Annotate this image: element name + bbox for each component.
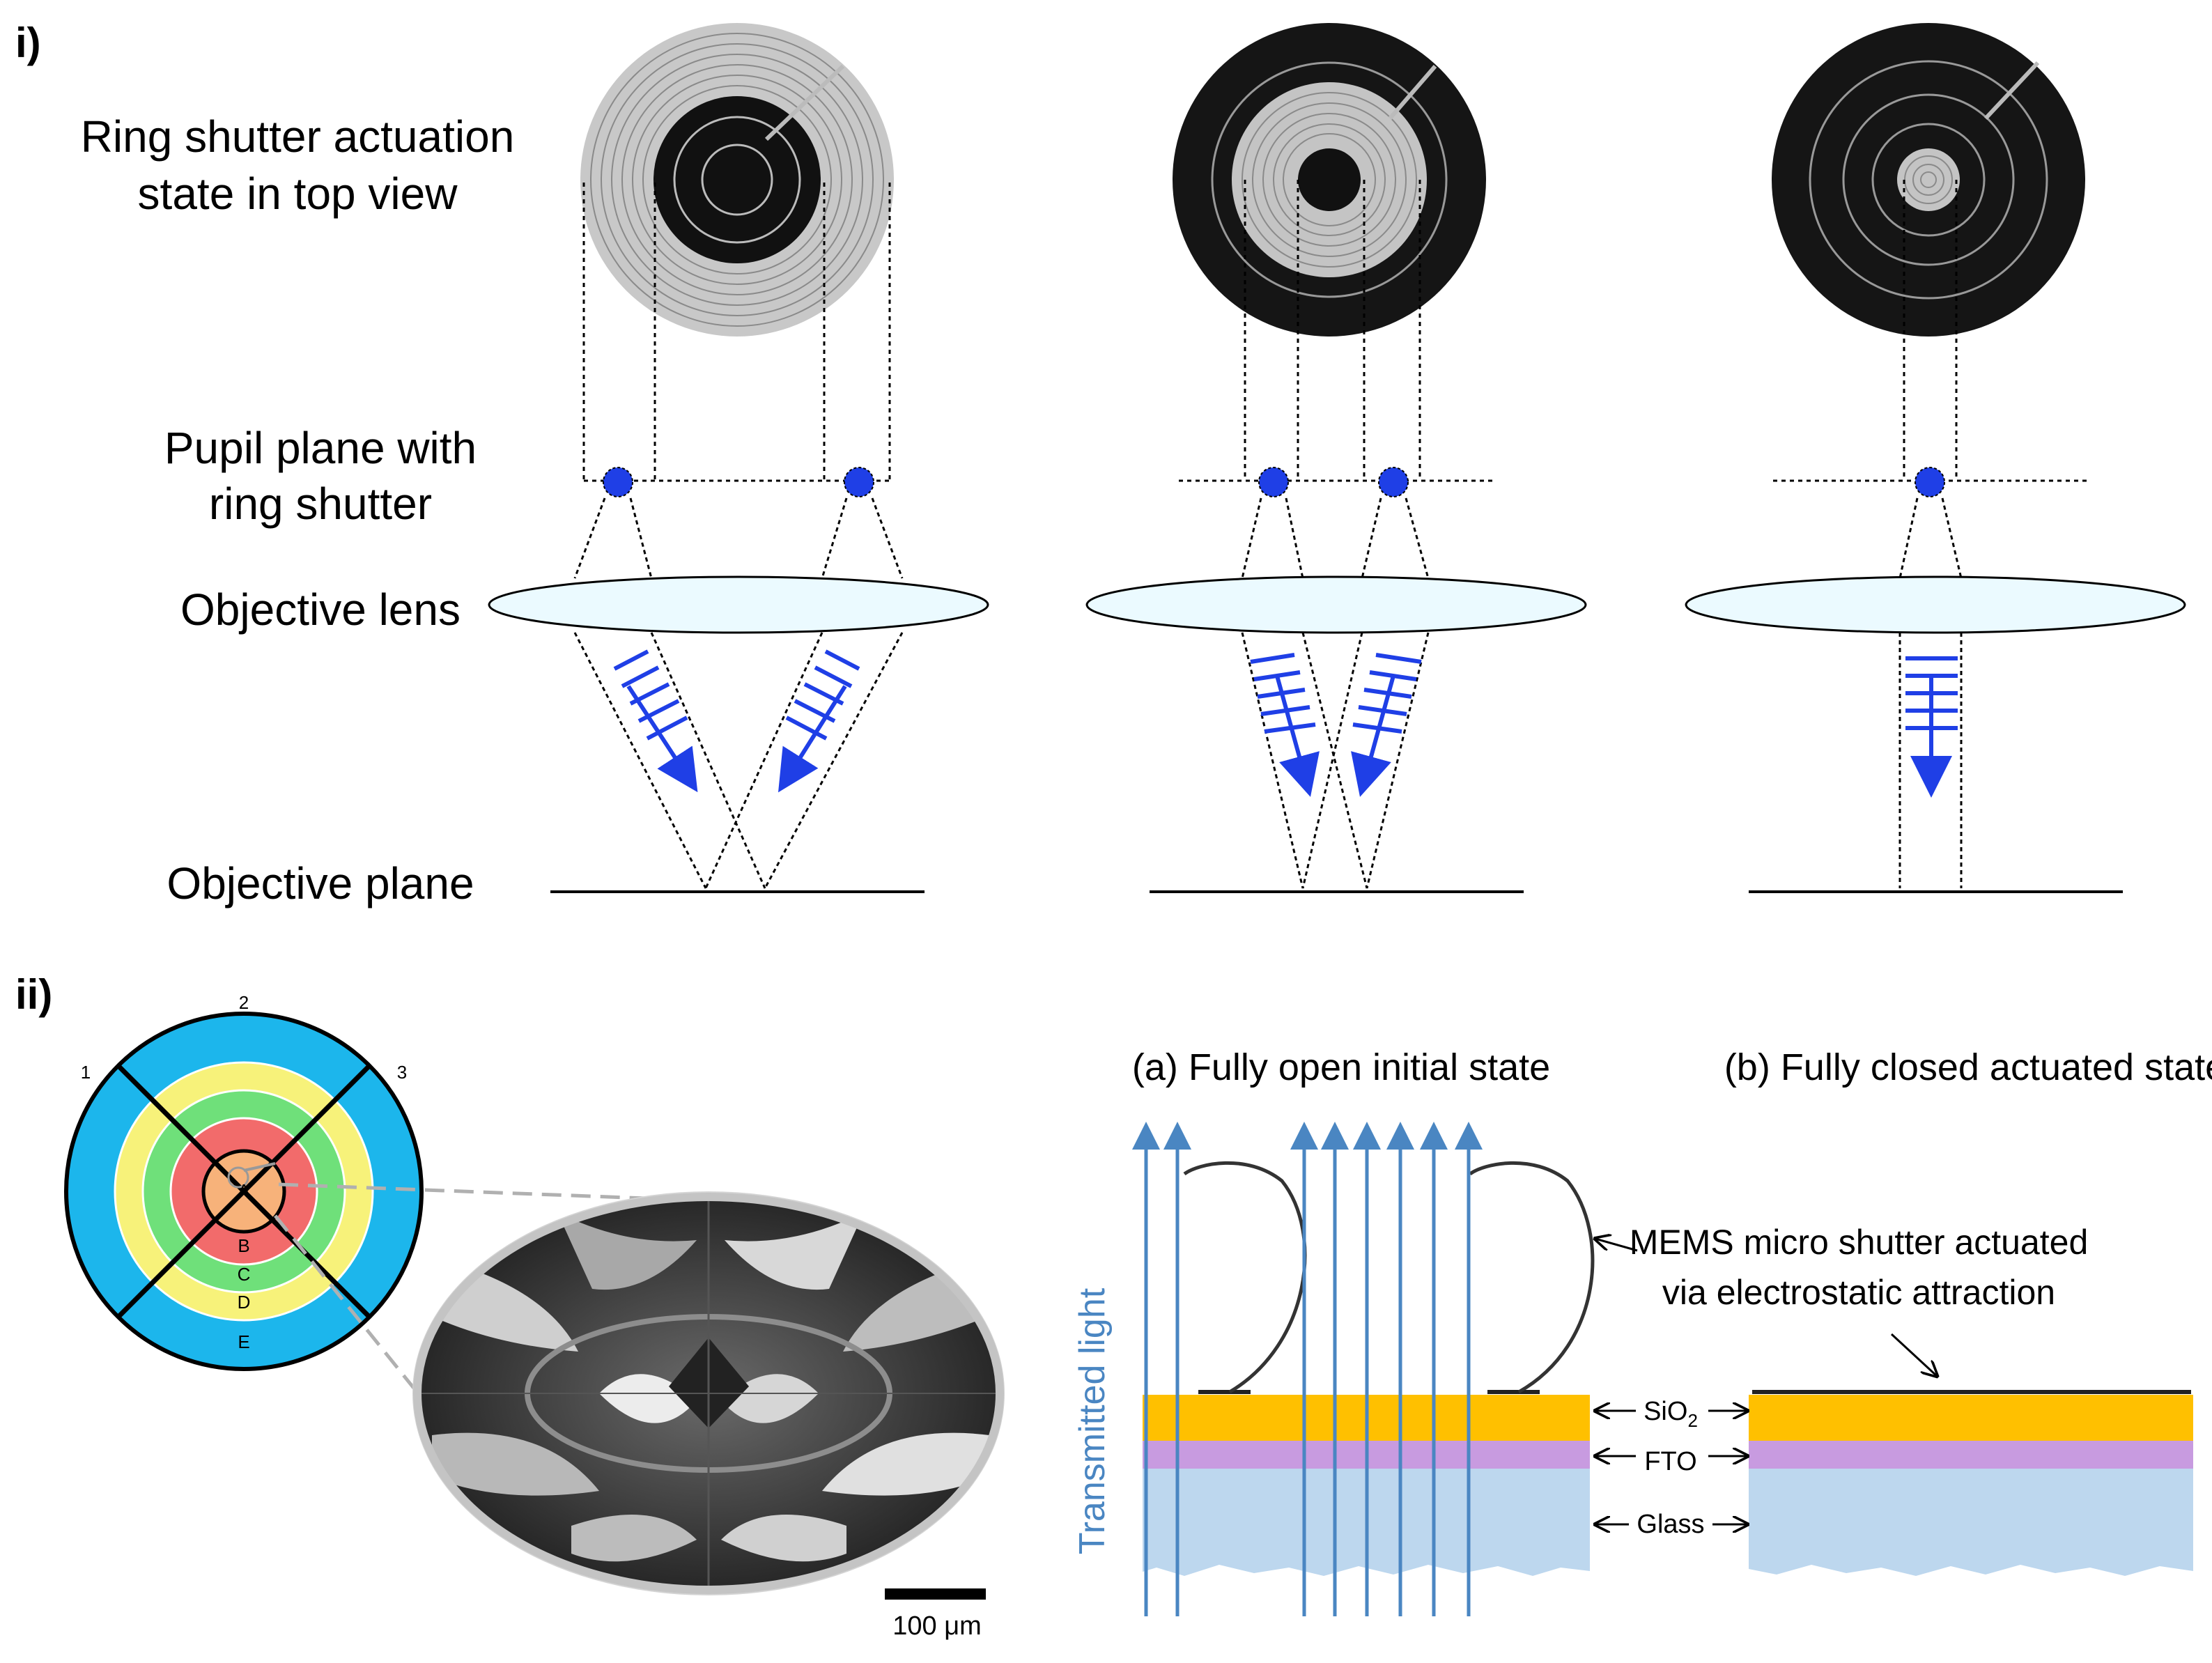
mems-label-line1: MEMS micro shutter actuated [1630, 1223, 2089, 1262]
label-objective-lens: Objective lens [180, 585, 461, 635]
top-view-disc-1 [580, 23, 894, 337]
scale-bar: 100 μm [885, 1588, 986, 1641]
angle-label-2: 2 [239, 992, 249, 1013]
pupil-dot-1a [603, 467, 633, 497]
ring-segment-diagram: A B C D E 1 2 3 [64, 992, 424, 1371]
pupil-dot-3 [1915, 467, 1945, 497]
zoom-connector [274, 1182, 683, 1395]
segment-label-b: B [238, 1235, 249, 1256]
top-view-disc-2 [1173, 23, 1486, 337]
segment-label-e: E [238, 1331, 249, 1352]
objective-lens-2 [1085, 575, 1587, 634]
column-middle-ring [1085, 23, 1587, 893]
wavefront-arrow-3 [1905, 656, 1958, 798]
scale-bar-label: 100 μm [892, 1611, 982, 1641]
column-center [1685, 23, 2186, 893]
angle-label-1: 1 [81, 1062, 91, 1083]
title-fully-open: (a) Fully open initial state [1132, 1046, 1550, 1088]
pupil-dot-2a [1258, 467, 1289, 497]
panel-label-i: i) [15, 20, 41, 66]
wavefront-arrow-1b [778, 649, 860, 793]
top-view-disc-3 [1772, 23, 2085, 337]
pupil-dot-2b [1378, 467, 1409, 497]
cross-section: (a) Fully open initial state (b) Fully c… [1072, 1046, 2212, 1616]
layer-label-fto: FTO [1644, 1447, 1696, 1476]
transmitted-light-label: Transmitted light [1072, 1287, 1113, 1554]
layer-label-glass: Glass [1637, 1510, 1704, 1539]
angle-label-3: 3 [397, 1062, 407, 1083]
curled-shutter-left [1183, 1161, 1307, 1394]
transmitted-light-arrows [1132, 1122, 1483, 1616]
layer-labels: SiO2 FTO Glass [1595, 1397, 1747, 1539]
pupil-dot-1b [844, 467, 874, 497]
label-top-view-line2: state in top view [138, 169, 458, 219]
substrate-closed [1749, 1390, 2193, 1576]
sem-micrograph [412, 1191, 1005, 1595]
objective-lens-3 [1685, 575, 2186, 634]
label-pupil-line2: ring shutter [209, 479, 432, 529]
wavefront-arrow-2b [1351, 653, 1422, 797]
mems-pointer-closed [1890, 1333, 1937, 1376]
column-outer-ring [488, 23, 989, 893]
label-top-view-line1: Ring shutter actuation [81, 111, 515, 162]
objective-lens-1 [488, 575, 989, 634]
mems-label-line2: via electrostatic attraction [1662, 1273, 2055, 1312]
wavefront-arrow-2a [1250, 653, 1320, 797]
title-fully-closed: (b) Fully closed actuated state [1724, 1046, 2212, 1088]
mems-pointer-open [1595, 1239, 1638, 1252]
segment-label-d: D [238, 1292, 251, 1313]
segment-label-a: A [238, 1180, 250, 1201]
segment-label-c: C [238, 1264, 251, 1285]
curled-shutter-right [1469, 1161, 1595, 1394]
wavefront-arrow-1a [613, 649, 698, 793]
label-objective-plane: Objective plane [167, 858, 474, 908]
row-labels: Ring shutter actuation state in top view… [81, 111, 515, 908]
layer-label-sio2: SiO2 [1643, 1397, 1698, 1431]
label-pupil-line1: Pupil plane with [164, 423, 477, 473]
panel-label-ii: ii) [15, 971, 52, 1018]
